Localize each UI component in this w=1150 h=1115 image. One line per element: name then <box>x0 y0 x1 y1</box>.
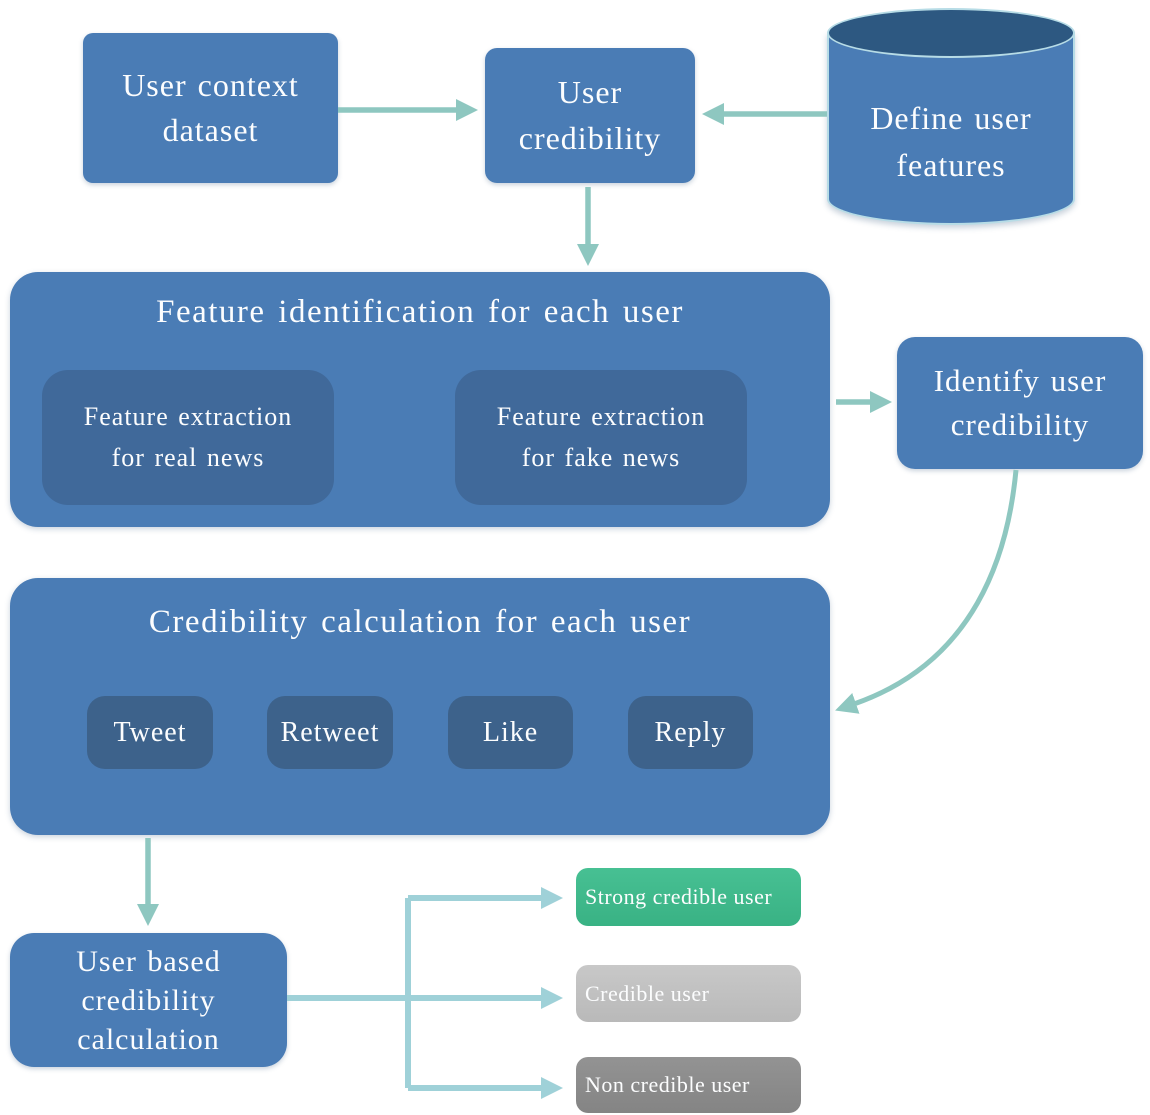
credibility-calculation-title: Credibility calculation for each user <box>148 604 692 640</box>
database-cylinder-body <box>827 32 1075 225</box>
node-reply: Reply <box>628 696 753 769</box>
node-credible-user: Credible user <box>576 965 801 1022</box>
node-feature-extraction-fake-news: Feature extraction for fake news <box>455 370 747 505</box>
group-credibility-calculation: Credibility calculation for each user Tw… <box>10 578 830 835</box>
node-tweet: Tweet <box>87 696 213 769</box>
node-define-user-features-database: Define user features <box>827 8 1075 225</box>
node-identify-user-credibility: Identify user credibility <box>897 337 1143 469</box>
curved-arrow-identify-to-calculation <box>835 469 1019 714</box>
feature-identification-title: Feature identification for each user <box>156 294 684 330</box>
group-feature-identification: Feature identification for each user Fea… <box>10 272 830 527</box>
node-non-credible-user: Non credible user <box>576 1057 801 1113</box>
node-like: Like <box>448 696 573 769</box>
node-user-based-credibility-calculation: User based credibility calculation <box>10 933 287 1067</box>
node-strong-credible-user: Strong credible user <box>576 868 801 926</box>
node-user-context-dataset: User context dataset <box>83 33 338 183</box>
node-feature-extraction-real-news: Feature extraction for real news <box>42 370 334 505</box>
database-cylinder-top <box>827 8 1075 58</box>
database-label: Define user features <box>870 100 1032 183</box>
node-user-credibility: User credibility <box>485 48 695 183</box>
node-retweet: Retweet <box>267 696 393 769</box>
